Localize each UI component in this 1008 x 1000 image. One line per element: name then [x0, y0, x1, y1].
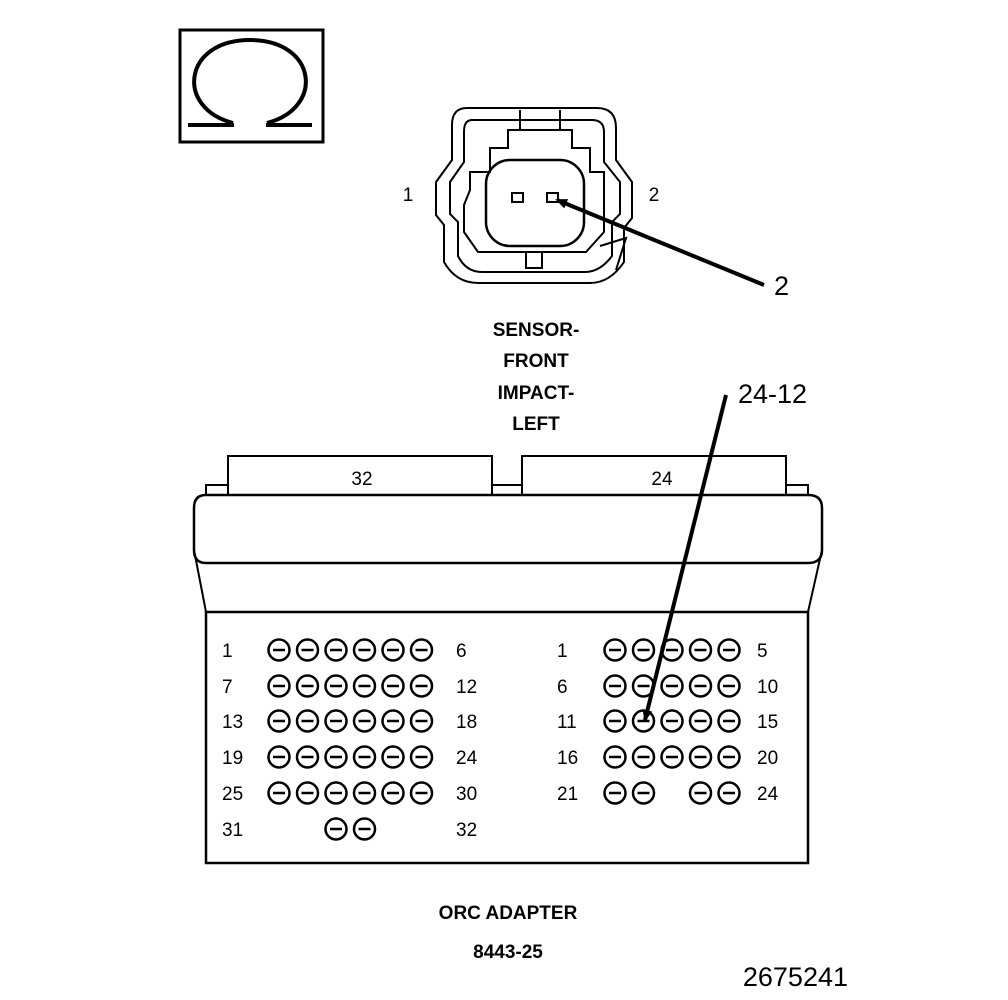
adapter-pin — [324, 745, 348, 769]
adapter-pin — [324, 817, 348, 841]
sensor-title-line: FRONT — [503, 351, 569, 372]
adapter-pin — [717, 638, 741, 662]
adapter-pin — [295, 709, 320, 733]
adapter-title: ORC ADAPTER — [439, 903, 578, 924]
sensor-pin-1 — [511, 192, 524, 203]
adapter-part-number: 8443-25 — [473, 942, 543, 963]
adapter-pin — [324, 638, 348, 662]
adapter-pin — [295, 781, 320, 805]
sensor-callout-label: 2 — [774, 271, 789, 301]
pin-number-label: 25 — [222, 784, 243, 805]
adapter-pin — [267, 709, 291, 733]
pin-number-label: 1 — [557, 641, 568, 662]
adapter-pin — [324, 674, 348, 698]
ohm-icon — [188, 37, 312, 127]
adapter-pin — [603, 709, 627, 733]
adapter-pin — [295, 745, 320, 769]
sensor-title-line: IMPACT- — [498, 383, 575, 404]
pin-number-label: 18 — [456, 712, 477, 733]
adapter-pin — [324, 781, 348, 805]
pin-number-label: 20 — [757, 748, 778, 769]
adapter-pin — [717, 674, 741, 698]
adapter-pin — [688, 781, 713, 805]
adapter-pin — [381, 709, 405, 733]
adapter-pin — [409, 638, 434, 662]
adapter-pin — [381, 745, 405, 769]
adapter-pin — [688, 638, 713, 662]
adapter-pin — [688, 745, 713, 769]
ohm-symbol — [178, 28, 325, 144]
adapter-pin — [603, 638, 627, 662]
pin-number-label: 11 — [557, 712, 577, 733]
pin-number-label: 6 — [456, 641, 467, 662]
pin-number-label: 31 — [222, 820, 243, 841]
document-number: 2675241 — [743, 962, 848, 992]
adapter-pin — [660, 709, 684, 733]
sensor-title: SENSOR- FRONT IMPACT- LEFT — [493, 320, 580, 435]
adapter-pin — [660, 745, 684, 769]
adapter-pin — [631, 709, 656, 733]
adapter-pin — [717, 781, 741, 805]
adapter-pin — [717, 745, 741, 769]
adapter-callout-label: 24-12 — [738, 379, 807, 409]
adapter-pin — [717, 709, 741, 733]
sensor-pin-1-label: 1 — [403, 185, 414, 206]
adapter-pin — [688, 709, 713, 733]
adapter-pin — [409, 745, 434, 769]
sensor-callout-arrow — [555, 198, 765, 287]
pin-number-label: 30 — [456, 784, 477, 805]
sensor-connector — [435, 107, 633, 284]
pin-number-label: 24 — [757, 784, 779, 805]
pin-number-label: 7 — [222, 677, 233, 698]
sensor-pin-2-label: 2 — [649, 185, 660, 206]
adapter-pin — [267, 638, 291, 662]
pin-number-label: 10 — [757, 677, 778, 698]
adapter-pin — [381, 781, 405, 805]
adapter-pin — [688, 674, 713, 698]
adapter-pin — [381, 674, 405, 698]
adapter-pin — [295, 638, 320, 662]
adapter-pin — [324, 709, 348, 733]
adapter-pin — [352, 745, 377, 769]
pin-number-label: 1 — [222, 641, 233, 662]
adapter-pin — [381, 638, 405, 662]
pin-number-label: 24 — [456, 748, 478, 769]
adapter-pin — [267, 781, 291, 805]
adapter-pin — [352, 709, 377, 733]
adapter-pin — [295, 674, 320, 698]
pin-number-label: 6 — [557, 677, 568, 698]
sensor-pin-2 — [546, 192, 559, 203]
adapter-pin — [603, 674, 627, 698]
connector-32-label: 32 — [351, 469, 372, 490]
sensor-title-line: SENSOR- — [493, 320, 580, 341]
pin-number-label: 21 — [557, 784, 578, 805]
adapter-pin — [631, 781, 656, 805]
connector-24-label: 24 — [651, 469, 673, 490]
pin-number-label: 13 — [222, 712, 243, 733]
adapter-pin — [660, 674, 684, 698]
pin-number-label: 19 — [222, 748, 243, 769]
adapter-pin — [267, 745, 291, 769]
adapter-pin — [267, 674, 291, 698]
adapter-pin — [352, 817, 377, 841]
pin-number-label: 12 — [456, 677, 477, 698]
adapter-pin — [409, 781, 434, 805]
pin-number-label: 32 — [456, 820, 477, 841]
adapter-callout-arrow — [642, 394, 728, 722]
pin-number-label: 5 — [757, 641, 768, 662]
adapter-pin — [631, 745, 656, 769]
adapter-pin — [603, 745, 627, 769]
pin-number-label: 16 — [557, 748, 578, 769]
adapter-pin — [352, 674, 377, 698]
adapter-pin — [352, 781, 377, 805]
adapter-pin — [409, 709, 434, 733]
adapter-pin — [631, 638, 656, 662]
adapter-pin — [409, 674, 434, 698]
adapter-pin — [603, 781, 627, 805]
adapter-pin — [352, 638, 377, 662]
pin-number-label: 15 — [757, 712, 778, 733]
sensor-title-line: LEFT — [512, 414, 560, 435]
